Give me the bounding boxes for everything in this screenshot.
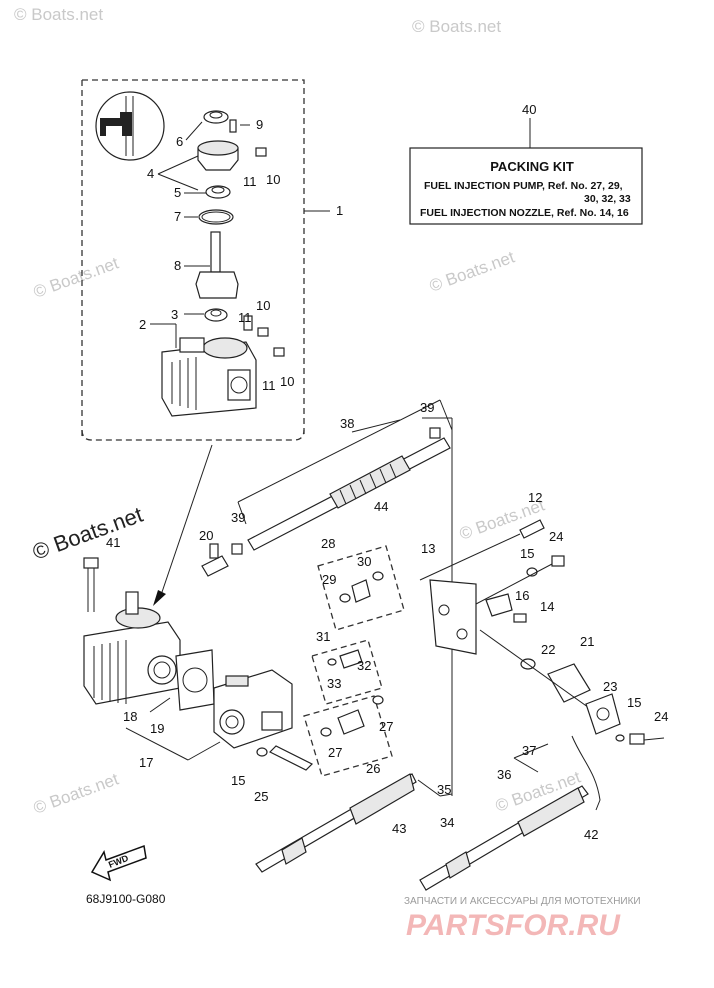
callout-37: 37 — [522, 743, 536, 758]
callout-33: 33 — [327, 676, 341, 691]
callout-31: 31 — [316, 629, 330, 644]
watermark: © Boats.net — [427, 247, 517, 295]
right-fasteners — [419, 519, 565, 605]
leader-lines — [125, 121, 401, 761]
watermark: © Boats.net — [31, 769, 121, 817]
callout-19: 19 — [150, 721, 164, 736]
callout-2: 2 — [139, 317, 146, 332]
callout-6: 6 — [176, 134, 183, 149]
shaft-assembly — [231, 399, 453, 555]
callout-27: 27 — [379, 719, 393, 734]
callout-15: 15 — [520, 546, 534, 561]
part-20 — [201, 543, 229, 577]
watermark: © Boats.net — [29, 502, 146, 565]
packing-kit-line: FUEL INJECTION PUMP, Ref. No. 27, 29, — [424, 180, 623, 192]
callout-15: 15 — [627, 695, 641, 710]
callout-43: 43 — [392, 821, 406, 836]
packing-kit-line: FUEL INJECTION NOZZLE, Ref. No. 14, 16 — [420, 207, 629, 219]
callout-layer: 1 2 3 4 5 6 7 8 9 10 10 10 11 11 11 12 1… — [106, 102, 668, 842]
callout-20: 20 — [199, 528, 213, 543]
callout-15: 15 — [231, 773, 245, 788]
packing-kit-box: PACKING KIT FUEL INJECTION PUMP, Ref. No… — [409, 118, 643, 225]
callout-34: 34 — [440, 815, 454, 830]
callout-27: 27 — [328, 745, 342, 760]
callout-24: 24 — [549, 529, 563, 544]
callout-17: 17 — [139, 755, 153, 770]
callout-39: 39 — [231, 510, 245, 525]
brand-logo: PARTSFOR.RU — [406, 909, 621, 942]
seal-detail-circle — [95, 91, 165, 161]
watermark: © Boats.net — [31, 253, 121, 301]
callout-40: 40 — [522, 102, 536, 117]
callout-12: 12 — [528, 490, 542, 505]
callout-7: 7 — [174, 209, 181, 224]
callout-14: 14 — [540, 599, 554, 614]
watermark: © Boats.net — [14, 5, 103, 24]
callout-10: 10 — [266, 172, 280, 187]
callout-4: 4 — [147, 166, 154, 181]
lower-bolts — [256, 745, 314, 771]
cylinder-18 — [83, 591, 181, 705]
callout-36: 36 — [497, 767, 511, 782]
packing-kit-line: 30, 32, 33 — [584, 193, 631, 205]
callout-35: 35 — [437, 782, 451, 797]
callout-16: 16 — [515, 588, 529, 603]
callout-11: 11 — [238, 310, 252, 325]
callout-28: 28 — [321, 536, 335, 551]
callout-21: 21 — [580, 634, 594, 649]
callout-8: 8 — [174, 258, 181, 273]
packing-kit-title: PACKING KIT — [490, 159, 574, 174]
callout-13: 13 — [421, 541, 435, 556]
callout-41: 41 — [106, 535, 120, 550]
assembly-1-box — [81, 79, 330, 606]
callout-44: 44 — [374, 499, 388, 514]
callout-18: 18 — [123, 709, 137, 724]
brand-block: ЗАПЧАСТИ И АКСЕССУАРЫ ДЛЯ МОТОТЕХНИКИ PA… — [404, 896, 641, 942]
upper-assembly-parts — [161, 110, 285, 417]
pump-body — [213, 669, 293, 749]
watermark: © Boats.net — [412, 17, 501, 36]
brand-tagline: ЗАПЧАСТИ И АКСЕССУАРЫ ДЛЯ МОТОТЕХНИКИ — [404, 896, 641, 907]
callout-29: 29 — [322, 572, 336, 587]
gasket-19 — [175, 649, 215, 711]
callout-38: 38 — [340, 416, 354, 431]
sub-assembly-boxes — [303, 545, 405, 777]
part-41-bolt — [83, 557, 99, 612]
callout-10: 10 — [256, 298, 270, 313]
callout-24: 24 — [654, 709, 668, 724]
callout-30: 30 — [357, 554, 371, 569]
callout-11: 11 — [262, 378, 276, 393]
fuel-pipes — [255, 735, 601, 891]
fwd-arrow-icon: FWD — [90, 844, 147, 882]
bracket-13 — [422, 417, 527, 796]
callout-23: 23 — [603, 679, 617, 694]
callout-26: 26 — [366, 761, 380, 776]
sensor-21 — [479, 629, 665, 745]
callout-1: 1 — [336, 203, 343, 218]
callout-25: 25 — [254, 789, 268, 804]
callout-39: 39 — [420, 400, 434, 415]
callout-9: 9 — [256, 117, 263, 132]
diagram-code: 68J9100-G080 — [86, 892, 166, 906]
callout-10: 10 — [280, 374, 294, 389]
callout-5: 5 — [174, 185, 181, 200]
callout-32: 32 — [357, 658, 371, 673]
callout-42: 42 — [584, 827, 598, 842]
callout-3: 3 — [171, 307, 178, 322]
callout-22: 22 — [541, 642, 555, 657]
callout-11: 11 — [243, 174, 257, 189]
